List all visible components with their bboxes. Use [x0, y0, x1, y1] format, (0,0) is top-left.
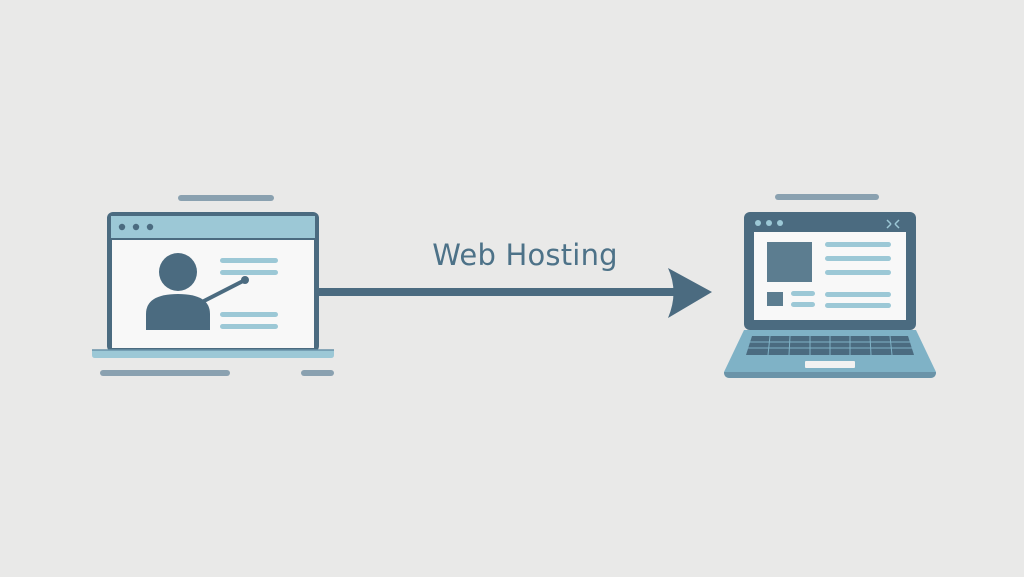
text-line: [825, 292, 891, 297]
laptop-deck-edge: [724, 372, 936, 378]
laptop-base: [92, 350, 334, 358]
window-dot-icon: [766, 220, 772, 226]
text-line: [825, 303, 891, 308]
keyboard-keys: [747, 335, 913, 356]
image-placeholder-icon: [767, 242, 812, 282]
user-body-icon: [146, 294, 210, 330]
hosted-laptop: [724, 194, 936, 378]
thumbnail-placeholder-icon: [767, 292, 783, 306]
window-dot-icon: [777, 220, 783, 226]
window-dot-icon: [118, 223, 126, 231]
text-line: [791, 291, 815, 296]
pointer-stick-icon: [200, 278, 247, 304]
text-line: [791, 302, 815, 307]
text-line: [825, 242, 891, 247]
fullscreen-icon: [886, 219, 900, 229]
laptop-website-icon: [724, 212, 936, 378]
laptop-user-icon: [92, 212, 334, 358]
trackpad: [805, 361, 855, 368]
top-decor-line: [178, 195, 274, 201]
arrow-shaft: [319, 288, 681, 296]
arrow-label: Web Hosting: [432, 238, 618, 272]
user-head-icon: [159, 253, 197, 291]
top-decor-line: [775, 194, 879, 200]
bottom-decor-line: [100, 370, 230, 376]
pointer-tip-icon: [241, 276, 249, 284]
arrow-head-icon: [668, 268, 712, 318]
text-line: [220, 312, 278, 317]
bottom-decor-line-short: [301, 370, 334, 376]
client-laptop: [92, 195, 334, 376]
window-dot-icon: [146, 223, 154, 231]
text-line: [825, 256, 891, 261]
text-line: [220, 258, 278, 263]
hosting-arrow: [319, 268, 712, 318]
text-line: [220, 324, 278, 329]
text-line: [220, 270, 278, 275]
screen-content: [112, 240, 314, 348]
window-title-bar: [111, 216, 315, 238]
window-dot-icon: [755, 220, 761, 226]
window-dot-icon: [132, 223, 140, 231]
text-line: [825, 270, 891, 275]
